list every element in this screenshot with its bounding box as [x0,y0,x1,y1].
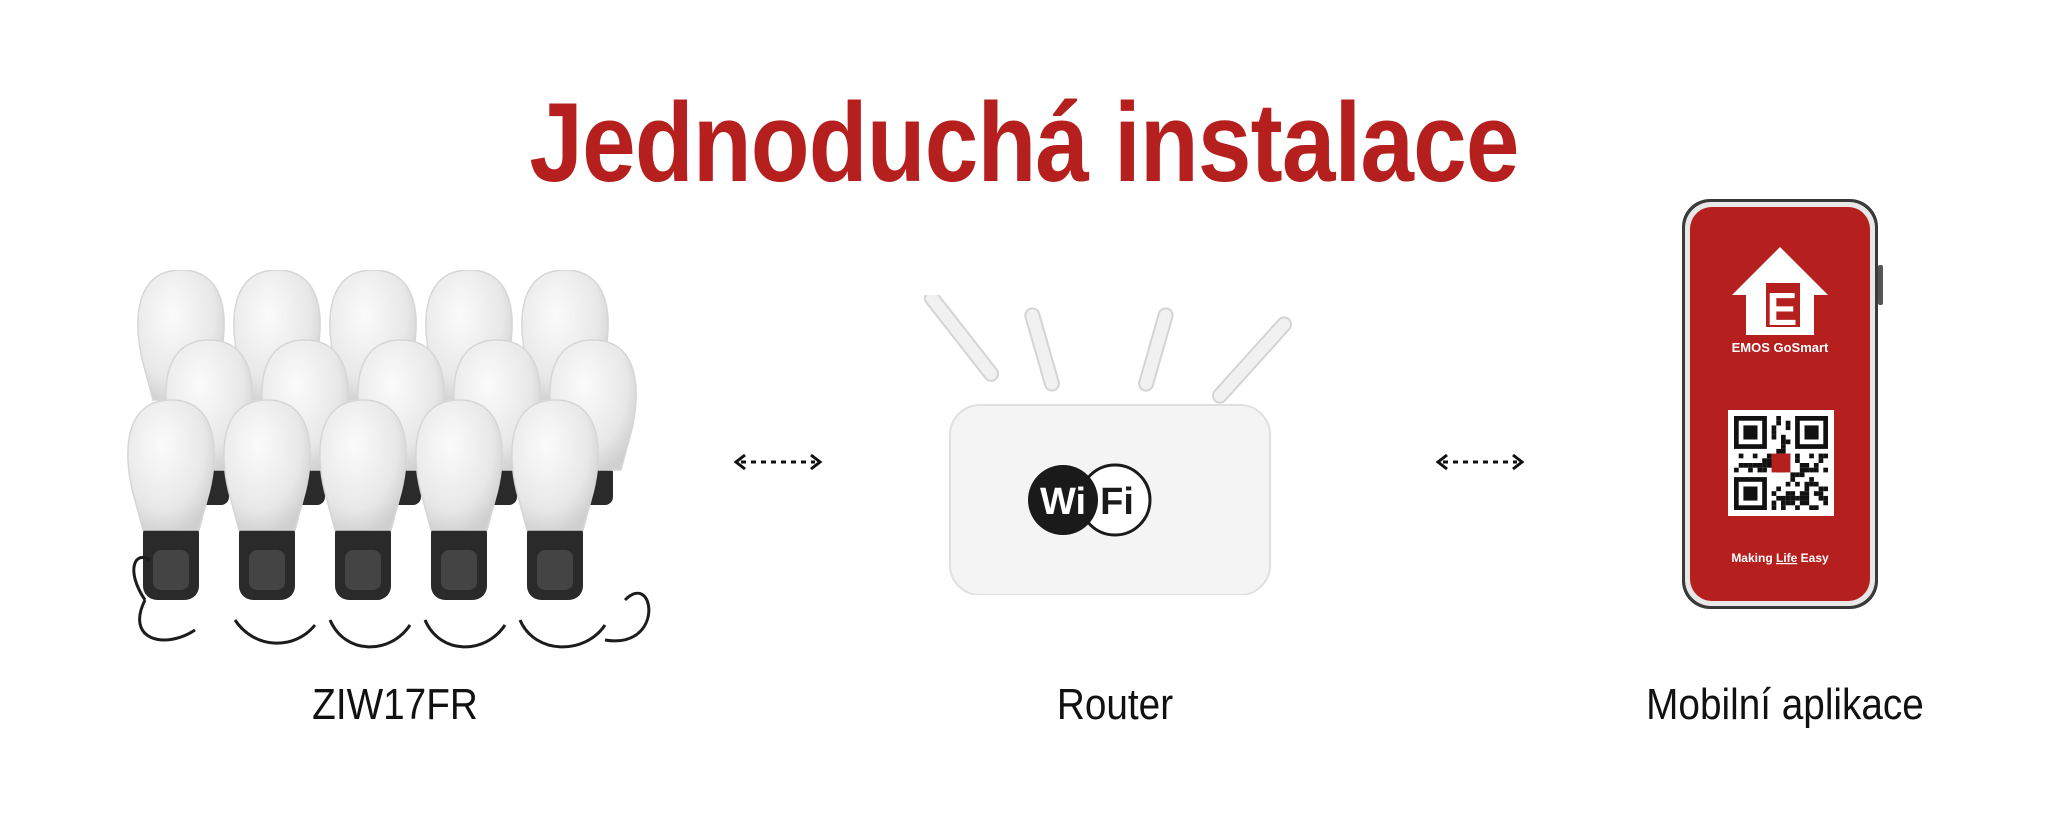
bulb-icon [319,399,407,600]
wifi-router-icon: Wi Fi [923,295,1293,595]
app-brand: EMOS GoSmart [1732,340,1829,355]
bulb-icon [415,399,503,600]
bulb-icon [511,399,599,600]
logo-letter: E [1767,283,1798,335]
bulb-icon [127,399,215,600]
double-arrow-dotted-icon [733,453,823,471]
smartphone-app-icon: E EMOS GoSmart Making Life Easy [1682,199,1883,609]
cable [132,556,651,649]
step-label-router: Router [1056,680,1174,729]
page-title: Jednoduchá instalace [529,80,1519,205]
wifi-logo-fi: Fi [1100,481,1134,523]
light-string-bulbs-icon [127,270,651,649]
emos-house-logo-icon: E [1732,247,1828,335]
router-antennas [923,295,1293,404]
wifi-logo-wi: Wi [1040,481,1086,523]
step-label-lights: ZIW17FR [312,680,478,729]
wifi-logo-icon: Wi Fi [1028,463,1152,537]
app-slogan: Making Life Easy [1731,551,1829,565]
step-label-app: Mobilní aplikace [1646,680,1924,729]
bulb-grid [127,270,637,600]
double-arrow-dotted-icon [1435,453,1525,471]
bulb-icon [223,399,311,600]
qr-code-icon [1728,410,1834,516]
